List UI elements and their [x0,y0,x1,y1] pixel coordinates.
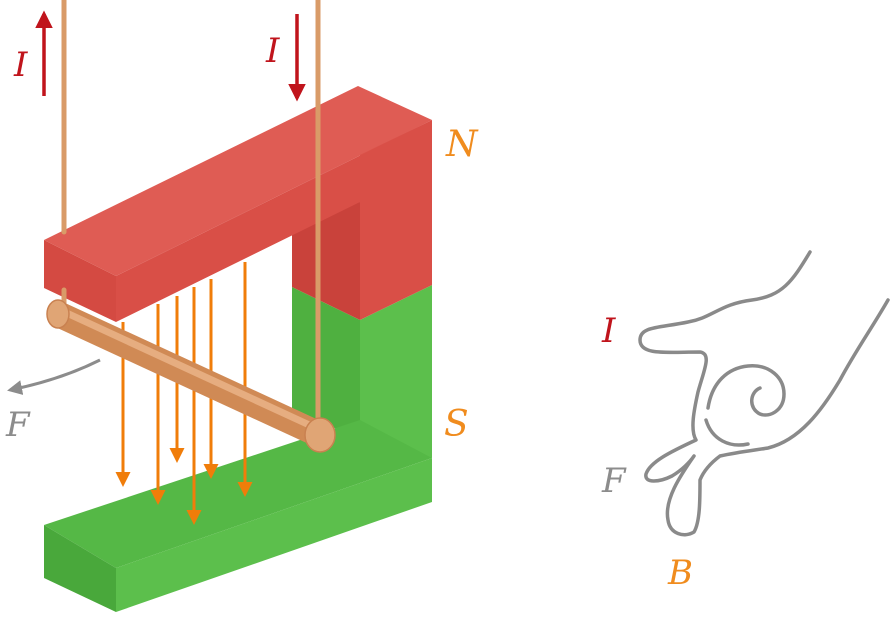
force-arrow [7,358,101,395]
north-pole-label: N [445,124,479,165]
hand-outline [638,250,890,537]
north-arm-top [44,86,432,276]
rod-end-right [304,417,336,453]
rod-highlight [56,305,320,433]
south-arm-side [116,458,432,612]
force-label: F [5,405,31,445]
hand-current-label: I [601,311,616,351]
rod-body [52,302,324,446]
hand-field-label: B [667,553,693,593]
current-arrows [35,10,306,102]
rod-end-left [46,299,70,329]
hand-force-label: F [601,461,627,501]
current-label-left: I [13,45,28,85]
south-arm-front [44,525,116,612]
north-upright-inner [292,202,360,320]
south-upright-side [360,285,432,458]
conducting-rod [46,299,336,453]
north-upright-side [360,120,432,320]
hand-knuckle [704,418,750,447]
south-upright-inner [292,287,360,440]
left-hand-rule-sketch [638,250,890,537]
north-arm-front [44,240,116,322]
south-pole-label: S [444,404,469,445]
north-arm-side [116,120,432,322]
north-pole-magnet [44,86,432,322]
hand-curled-fingers [706,364,786,417]
current-label-right: I [265,31,280,71]
